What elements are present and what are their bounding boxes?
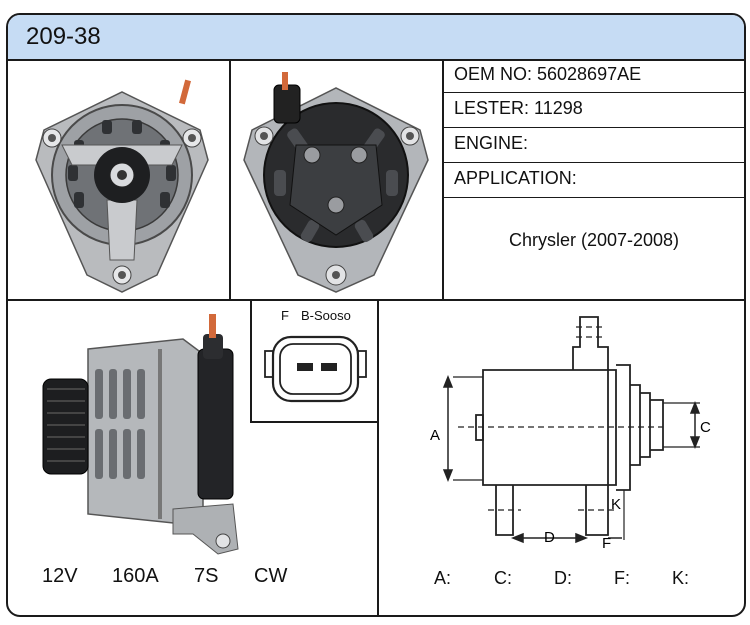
grid-divider-horizontal [8, 299, 744, 301]
application-value: Chrysler (2007-2008) [508, 230, 680, 250]
connector-pin-f-label: F [281, 308, 289, 323]
grid-divider-bottom [377, 299, 379, 615]
spec-amperage: 160A [112, 565, 159, 587]
dim-f-label: F: [614, 568, 630, 588]
dimension-drawing: A C D F K [430, 316, 711, 552]
oem-number: OEM NO: 56028697AE [454, 64, 642, 84]
spec-voltage: 12V [42, 565, 78, 587]
grid-divider-top-left [229, 59, 231, 299]
engine-label: ENGINE: [454, 133, 529, 153]
spec-sheet: 209-38 OEM NO: 56028697AE LESTER: 11298 … [6, 13, 746, 617]
oem-row: OEM NO: 56028697AE [444, 59, 744, 93]
dim-k-label: K: [672, 568, 690, 588]
grid-divider-top-right [442, 59, 444, 299]
application-row: APPLICATION: [444, 163, 744, 198]
connector-diagram: F B-Sooso [251, 305, 379, 425]
connector-box-left [250, 299, 252, 422]
connector-box-bottom [250, 421, 379, 423]
part-number-title: 209-38 [26, 23, 101, 50]
dim-d-marker: D [544, 529, 555, 546]
connector-pin-b-label: B-Sooso [301, 308, 351, 323]
lester-row: LESTER: 11298 [444, 93, 744, 128]
dim-d-label: D: [554, 568, 572, 588]
dim-k-marker: K [611, 496, 621, 513]
dim-c-label: C: [494, 568, 512, 588]
dim-c-marker: C [700, 419, 711, 436]
engine-row: ENGINE: [444, 128, 744, 163]
connector-plug-icon [264, 335, 367, 403]
spec-pulley: 7S [194, 565, 219, 587]
alternator-rear-view [243, 72, 429, 293]
application-label: APPLICATION: [454, 168, 577, 188]
alternator-front-view [35, 79, 209, 293]
dim-f-marker: F [602, 535, 611, 552]
dim-a-label: A: [434, 568, 452, 588]
dim-a-marker: A [430, 427, 440, 444]
header-bar: 209-38 [8, 15, 744, 61]
lester-number: LESTER: 11298 [454, 98, 583, 118]
alternator-side-view [42, 314, 239, 555]
spec-rotation: CW [254, 565, 288, 587]
